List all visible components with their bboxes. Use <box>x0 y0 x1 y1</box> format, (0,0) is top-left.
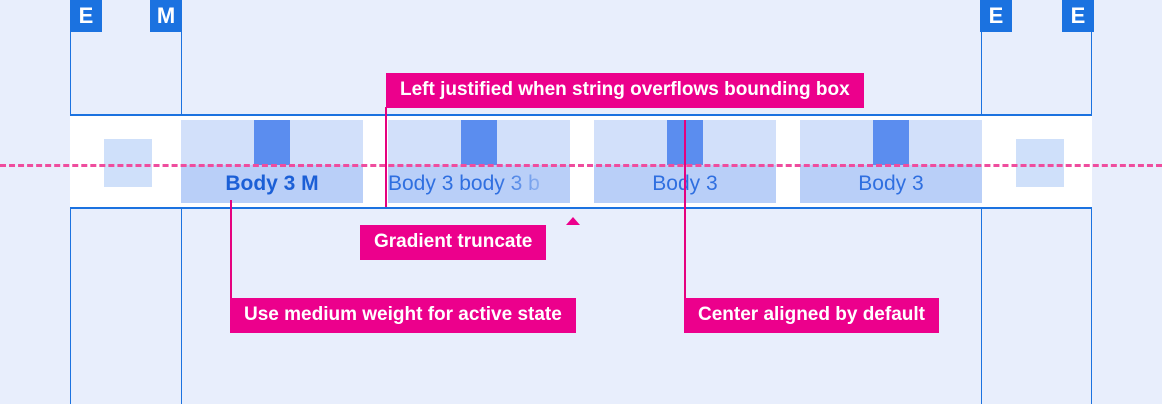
annotation-gradient-truncate-pointer <box>566 217 580 225</box>
leader-center-aligned <box>684 120 686 298</box>
annotation-center-aligned: Center aligned by default <box>684 298 939 333</box>
cell-label: Body 3 body 3 b <box>388 172 540 195</box>
cell-icon-glyph <box>873 120 909 165</box>
cell-icon-glyph <box>461 120 497 165</box>
cell-center-default-b[interactable]: Body 3 <box>800 120 982 203</box>
endcap-left <box>104 139 152 187</box>
cell-label-area <box>800 165 982 203</box>
leader-left-justified <box>385 107 387 207</box>
cell-label: Body 3 M <box>225 172 319 195</box>
cell-active-medium[interactable]: Body 3 M <box>181 120 363 203</box>
badge-e-right-outer: E <box>1062 0 1094 32</box>
baseline-guide <box>0 164 1162 167</box>
annotation-gradient-truncate: Gradient truncate <box>360 225 547 260</box>
cell-overflow-left-justified[interactable]: Body 3 body 3 b <box>388 120 570 203</box>
badge-m-left-inner: M <box>150 0 182 32</box>
badge-e-right-inner: E <box>980 0 1012 32</box>
leader-medium-weight <box>230 200 232 298</box>
cell-icon-glyph <box>254 120 290 165</box>
annotation-medium-weight: Use medium weight for active state <box>230 298 576 333</box>
endcap-right <box>1016 139 1064 187</box>
annotation-left-justified: Left justified when string overflows bou… <box>386 73 864 108</box>
badge-e-left-outer: E <box>70 0 102 32</box>
cell-label: Body 3 <box>858 172 924 195</box>
cell-label-area <box>181 165 363 203</box>
